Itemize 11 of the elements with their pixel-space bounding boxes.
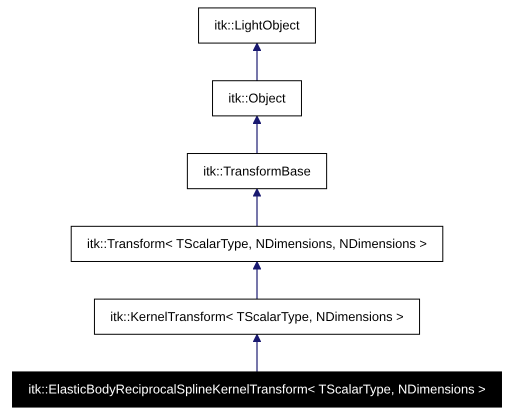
node-box: itk::TransformBase [186,153,328,190]
node-box: itk::Transform< TScalarType, NDimensions, NDimensions > [70,226,444,262]
node-box: itk::LightObject [198,7,316,44]
arrow [252,188,262,226]
arrow [252,42,262,81]
arrow [252,261,262,300]
node-box: itk::Object [212,80,302,116]
node-box: itk::KernelTransform< TScalarType, NDimensions > [94,298,420,335]
node-box: itk::ElasticBodyReciprocalSplineKernelTransform< TScalarType, NDimensions > [12,371,502,408]
arrow [252,115,262,154]
arrow [252,334,262,372]
